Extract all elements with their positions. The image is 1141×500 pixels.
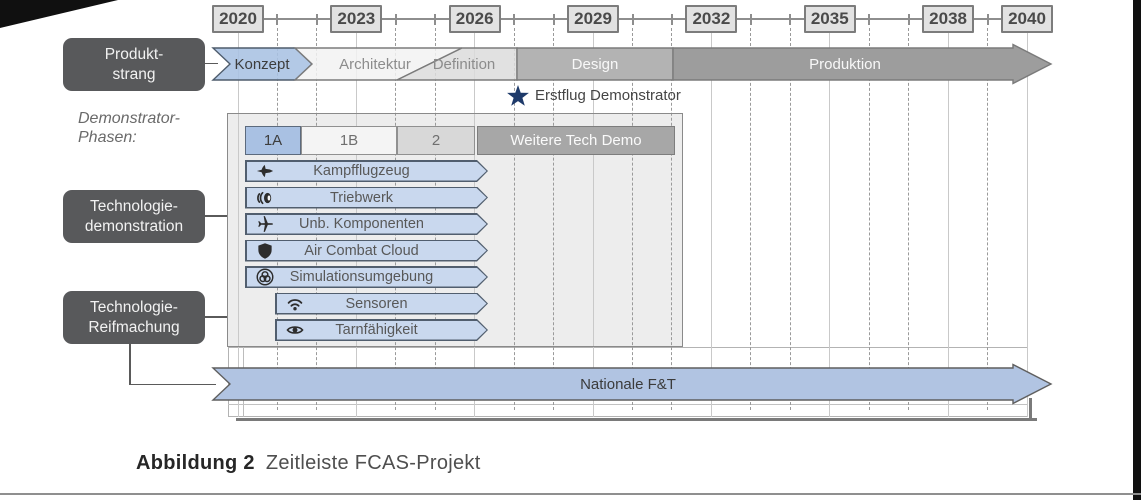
product-phase-konzept bbox=[211, 47, 314, 81]
tech-bar-body: Simulationsumgebung bbox=[247, 268, 487, 287]
product-phase-architektur bbox=[293, 47, 463, 81]
label-produktstrang: Produkt- strang bbox=[63, 38, 205, 91]
year-box-2035: 2035 bbox=[803, 5, 856, 33]
tech-bar-label: Tarnfähigkeit bbox=[335, 322, 418, 338]
tech-bar-label: Air Combat Cloud bbox=[304, 242, 419, 259]
connector-produktstrang bbox=[205, 62, 218, 65]
section-label-line: Demonstrator- bbox=[78, 110, 180, 127]
label-line: demonstration bbox=[84, 217, 184, 235]
gridline-2031 bbox=[671, 28, 673, 410]
tech-bar-label: Sensoren bbox=[345, 295, 408, 312]
label-line: Technologie- bbox=[90, 298, 178, 316]
product-phase-design bbox=[516, 47, 674, 81]
year-box-2026: 2026 bbox=[448, 5, 501, 33]
signal-icon bbox=[286, 295, 304, 313]
gridline-2037 bbox=[908, 28, 910, 410]
year-box-2040: 2040 bbox=[1001, 5, 1053, 33]
tech-bar-body: Air Combat Cloud bbox=[247, 241, 487, 260]
erstflug-label: Erstflug Demonstrator bbox=[535, 87, 681, 104]
tech-bar-simulationsumgebung: Simulationsumgebung bbox=[245, 266, 488, 288]
gridline-2030 bbox=[632, 28, 633, 410]
timeline-axis-line bbox=[238, 18, 1027, 20]
product-phase-produktion bbox=[672, 43, 1053, 85]
phase-box-2: 2 bbox=[397, 126, 475, 155]
gridline-2039 bbox=[987, 28, 989, 410]
year-box-2038: 2038 bbox=[922, 5, 975, 33]
tech-bar-body: Tarnfähigkeit bbox=[277, 321, 487, 340]
phase-box-1b: 1B bbox=[301, 126, 397, 155]
product-phase-definition bbox=[396, 47, 518, 81]
tech-bar-triebwerk: Triebwerk bbox=[245, 187, 488, 209]
tech-bar-label: Kampfflugzeug bbox=[313, 163, 410, 179]
tech-bar-body: Triebwerk bbox=[247, 188, 487, 207]
connector-reifmachung-down bbox=[129, 344, 131, 385]
section-label-line: Phasen: bbox=[78, 128, 137, 146]
gridline-2032 bbox=[710, 33, 712, 417]
demonstrator-phasen-label: Demonstrator- Phasen: bbox=[78, 110, 180, 147]
star-shape bbox=[507, 85, 529, 106]
figure-caption: Abbildung 2 Zeitleiste FCAS-Projekt bbox=[136, 452, 481, 475]
tech-bar-label: Triebwerk bbox=[329, 189, 394, 206]
label-line: Produkt- bbox=[104, 45, 164, 63]
gridline-2034 bbox=[789, 28, 791, 410]
gridline-2038 bbox=[947, 33, 949, 417]
year-box-2032: 2032 bbox=[685, 5, 738, 33]
tech-bar-body: Sensoren bbox=[277, 294, 487, 313]
label-line: Technologie- bbox=[90, 197, 178, 215]
tech-bar-label: Unb. Komponenten bbox=[299, 216, 424, 232]
simulation-icon bbox=[256, 268, 274, 286]
product-phase-label: Konzept bbox=[234, 56, 290, 73]
plane-icon bbox=[256, 215, 274, 233]
band-shadow-bottom bbox=[236, 417, 1037, 421]
band-shadow-right bbox=[1028, 398, 1032, 419]
label-line: strang bbox=[112, 65, 156, 83]
tech-bar-tarnfähigkeit: Tarnfähigkeit bbox=[275, 319, 488, 341]
phase-box-weitere-tech-demo: Weitere Tech Demo bbox=[477, 126, 675, 155]
year-box-2029: 2029 bbox=[567, 5, 620, 33]
label-line: Reifmachung bbox=[88, 318, 180, 336]
connector-technologiedemonstration bbox=[205, 215, 227, 217]
gridline-2036 bbox=[868, 28, 870, 410]
engine-icon bbox=[256, 189, 274, 207]
tech-bar-body: Unb. Komponenten bbox=[247, 215, 487, 234]
connector-reifmachung-right bbox=[129, 383, 216, 386]
product-phase-label: Design bbox=[572, 56, 619, 73]
eye-icon bbox=[286, 321, 304, 339]
label-technologiereifmachung: Technologie- Reifmachung bbox=[63, 291, 205, 344]
gridline-2040 bbox=[1026, 33, 1028, 417]
tech-bar-sensoren: Sensoren bbox=[275, 293, 488, 315]
fighter-jet-icon bbox=[256, 162, 274, 180]
tech-bar-kampfflugzeug: Kampfflugzeug bbox=[245, 160, 488, 182]
gridline-2027 bbox=[513, 28, 515, 410]
product-phase-label: Architektur bbox=[339, 56, 411, 73]
gridline-2028 bbox=[553, 28, 555, 410]
gridline-2029 bbox=[592, 33, 594, 417]
year-box-2020: 2020 bbox=[212, 5, 264, 33]
tech-bar-body: Kampfflugzeug bbox=[247, 162, 487, 181]
tech-bar-label: Simulationsumgebung bbox=[289, 269, 434, 285]
caption-number: Abbildung 2 bbox=[136, 452, 255, 474]
shield-icon bbox=[256, 242, 274, 260]
phase-box-1a: 1A bbox=[245, 126, 301, 155]
year-box-2023: 2023 bbox=[330, 5, 383, 33]
gridline-2035 bbox=[829, 33, 831, 417]
erstflug-star-icon bbox=[507, 85, 529, 106]
product-phase-label: Definition bbox=[433, 56, 496, 73]
gridline-2033 bbox=[750, 28, 752, 410]
page-bottom-rule bbox=[0, 493, 1141, 495]
tech-bar-unb-komponenten: Unb. Komponenten bbox=[245, 213, 488, 235]
connector-technologiereifmachung bbox=[205, 316, 227, 318]
page-corner-mark bbox=[0, 0, 118, 28]
lower-band-divider bbox=[243, 347, 244, 417]
label-technologiedemonstration: Technologie- demonstration bbox=[63, 190, 205, 243]
caption-title: Zeitleiste FCAS-Projekt bbox=[265, 452, 481, 474]
product-phase-label: Produktion bbox=[809, 56, 881, 73]
tech-bar-air-combat-cloud: Air Combat Cloud bbox=[245, 240, 488, 262]
page-right-border bbox=[1133, 0, 1141, 500]
gridline-2020 bbox=[237, 33, 239, 417]
